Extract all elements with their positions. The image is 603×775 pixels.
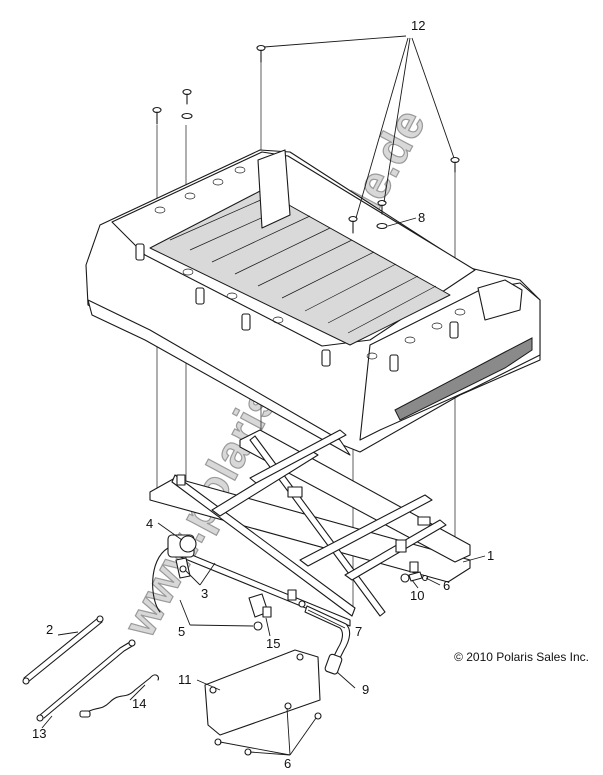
- cargo-box: [85, 149, 541, 456]
- pin-icon: [400, 571, 423, 583]
- loose-parts: [22, 615, 159, 722]
- callout-9: 9: [362, 682, 369, 697]
- callout-3: 3: [201, 586, 208, 601]
- callout-numbers: 12 8 1 4 3 5 15 7 10 6 9 11 6 2 13 14: [32, 18, 494, 771]
- callout-1: 1: [487, 548, 494, 563]
- sub-frame: [149, 429, 471, 617]
- callout-10: 10: [410, 588, 424, 603]
- latch-assembly: [152, 534, 351, 675]
- callout-6-right: 6: [443, 578, 450, 593]
- bolt-icon: [181, 88, 193, 120]
- stake-pockets: [135, 243, 459, 372]
- bolt-icon: [376, 199, 388, 230]
- cable-13: [36, 639, 136, 722]
- callout-12: 12: [411, 18, 425, 33]
- pin-2: [22, 615, 104, 685]
- rim-holes: [154, 166, 466, 360]
- callout-11: 11: [178, 672, 192, 687]
- bolt-icon: [152, 106, 162, 125]
- screw-icon: [284, 702, 292, 710]
- callout-13: 13: [32, 726, 46, 741]
- spring-14: [79, 674, 159, 718]
- screw-icon: [314, 712, 322, 720]
- copyright-notice: © 2010 Polaris Sales Inc.: [454, 650, 589, 664]
- callout-8: 8: [418, 210, 425, 225]
- bolt-icon: [256, 44, 266, 63]
- skid-plate: [204, 649, 321, 736]
- clip-icon: [421, 574, 429, 582]
- top-bolts: [152, 44, 460, 234]
- callout-6-bottom: 6: [284, 756, 291, 771]
- callout-14: 14: [132, 696, 146, 711]
- callout-2: 2: [46, 622, 53, 637]
- callout-5: 5: [178, 624, 185, 639]
- floor-ribs: [169, 194, 437, 334]
- callout-4: 4: [146, 516, 153, 531]
- bottom-fasteners: [214, 571, 429, 756]
- bolt-icon: [348, 215, 358, 234]
- callout-15: 15: [266, 636, 280, 651]
- leader-lines: [41, 35, 486, 756]
- bolt-icon: [450, 156, 460, 173]
- callout-7: 7: [355, 624, 362, 639]
